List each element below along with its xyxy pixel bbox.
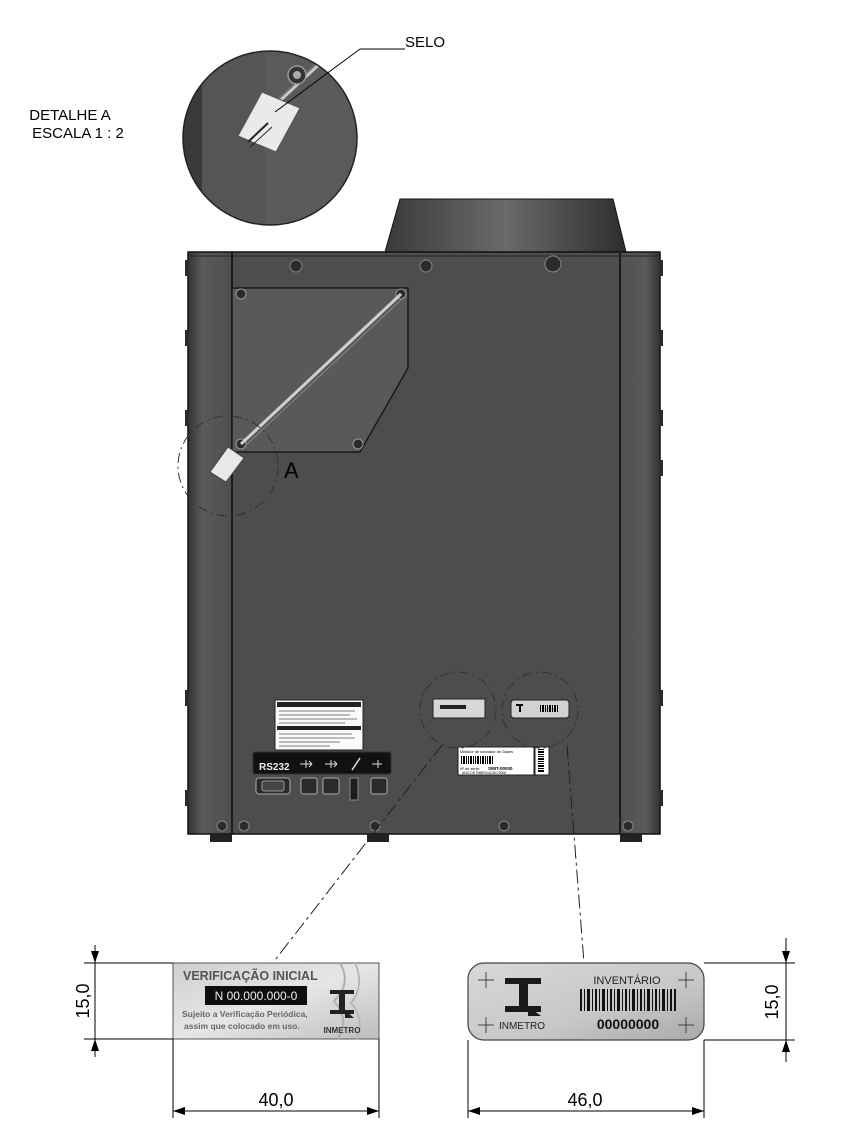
inmetro-logo-icon [330,990,354,1018]
device-lid [384,198,627,253]
svg-text:SMIT-00000: SMIT-00000 [488,766,513,771]
manufacturer-info-label [274,699,364,751]
connector-panel: RS232 [252,751,392,801]
device-back-view: A RS232 [177,198,663,842]
dimension-left-height: 15,0 [73,983,93,1018]
verification-line1: Sujeito a Verificação Periódica, [182,1009,308,1019]
rs232-label: RS232 [259,762,290,773]
verification-line2: assim que colocado em uso. [184,1021,300,1031]
dimension-right-height: 15,0 [762,984,782,1019]
dimension-left-width: 40,0 [258,1090,293,1110]
seal-label: SELO [405,34,445,51]
inventory-label: INMETRO INVENTÁRIO 00000000 [467,962,705,1041]
verification-title: VERIFICAÇÃO INICIAL [183,968,318,983]
sd-slot [349,777,359,801]
detail-callout-letter: A [284,458,299,483]
device-id-label: Medidor de Ionizador de Gases Nº de séri… [457,746,550,776]
usb-port [322,777,340,795]
detail-a-group: SELO DETALHE A ESCALA 1 : 2 [29,34,445,226]
verification-brand: INMETRO [324,1026,361,1035]
inventory-brand: INMETRO [499,1021,545,1032]
inventory-title: INVENTÁRIO [593,974,661,987]
dimension-left [84,945,380,1118]
svg-text:Nº de série:: Nº de série: [460,767,480,771]
dimension-right [467,938,795,1118]
power-port [370,777,388,795]
detail-scale: ESCALA 1 : 2 [32,125,124,142]
device-seal [209,446,245,483]
barcode [580,989,676,1011]
dimension-right-width: 46,0 [567,1090,602,1110]
svg-text:ANO DE FABRICAÇÃO:0000: ANO DE FABRICAÇÃO:0000 [462,770,506,775]
inventory-number: 00000000 [597,1016,660,1032]
svg-text:Medidor de Ionizador de Gases: Medidor de Ionizador de Gases [460,750,513,754]
usb-icon [300,757,382,771]
detail-title: DETALHE A [29,107,110,124]
verification-label: VERIFICAÇÃO INICIAL N 00.000.000-0 Sujei… [172,962,380,1040]
inmetro-logo-icon [505,978,541,1016]
usb-port [300,777,318,795]
verification-number: N 00.000.000-0 [215,989,298,1003]
